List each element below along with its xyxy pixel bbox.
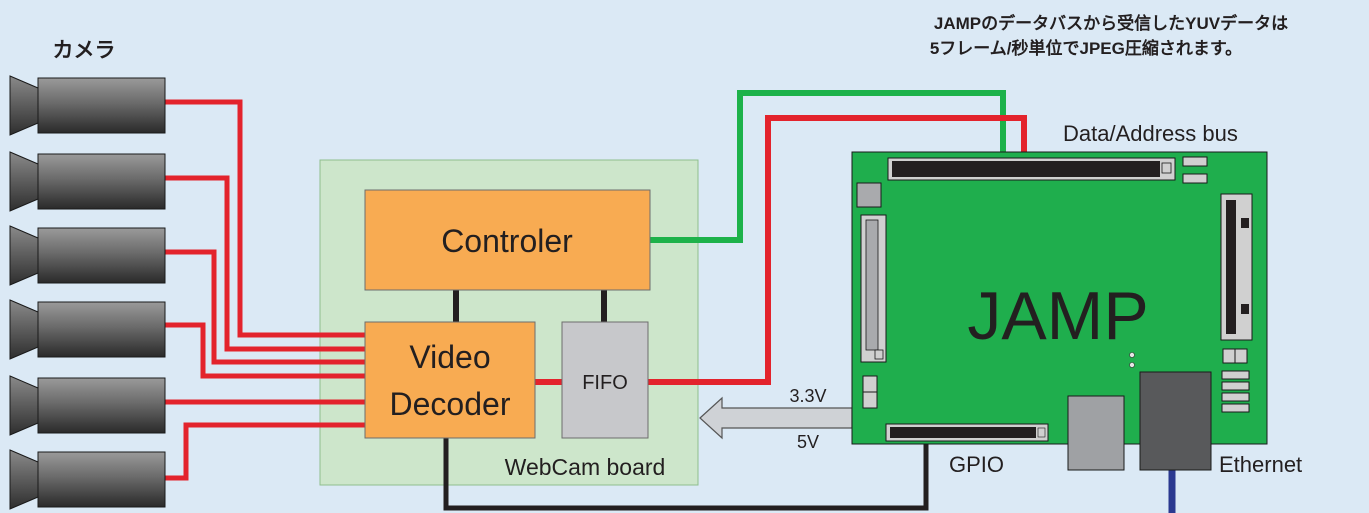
data-bus-label: Data/Address bus bbox=[1063, 121, 1238, 146]
voltage-3v3-label: 3.3V bbox=[789, 386, 826, 406]
video-decoder-label-1: Video bbox=[409, 339, 490, 375]
camera-1 bbox=[9, 75, 166, 136]
webcam-board-label: WebCam board bbox=[505, 454, 666, 480]
controller-block bbox=[364, 189, 651, 291]
camera-wire-6 bbox=[165, 422, 365, 481]
camera-6 bbox=[9, 449, 166, 510]
controller-bus-wire bbox=[650, 90, 1006, 243]
jamp-board bbox=[851, 151, 1268, 471]
gpio-label: GPIO bbox=[949, 452, 1004, 477]
jamp-label: JAMP bbox=[967, 278, 1148, 354]
camera-3 bbox=[9, 225, 166, 286]
camera-wire-4 bbox=[165, 322, 365, 379]
camera-body bbox=[37, 227, 166, 284]
camera-wire-2 bbox=[165, 175, 365, 352]
camera-group bbox=[9, 75, 166, 510]
video-decoder-block bbox=[364, 321, 536, 439]
voltage-5v-label: 5V bbox=[797, 432, 819, 452]
camera-4 bbox=[9, 299, 166, 360]
camera-body bbox=[37, 301, 166, 358]
ethernet-jack bbox=[1139, 371, 1212, 471]
video-decoder-label-2: Decoder bbox=[390, 386, 511, 422]
title-line-1: JAMPのデータバスから受信したYUVデータは bbox=[934, 13, 1288, 33]
gpio-wire bbox=[443, 438, 929, 511]
camera-body bbox=[37, 377, 166, 434]
controller-label: Controler bbox=[441, 223, 573, 259]
camera-2 bbox=[9, 151, 166, 212]
camera-body bbox=[37, 77, 166, 134]
title-line-2: 5フレーム/秒単位でJPEG圧縮されます。 bbox=[930, 38, 1242, 58]
ethernet-label: Ethernet bbox=[1219, 452, 1302, 477]
fifo-label: FIFO bbox=[582, 372, 628, 394]
camera-body bbox=[37, 451, 166, 508]
camera-body bbox=[37, 153, 166, 210]
fifo-block bbox=[561, 321, 649, 439]
camera-wire-1 bbox=[165, 99, 365, 338]
camera-5 bbox=[9, 375, 166, 436]
camera-wires bbox=[165, 99, 365, 481]
cameras-label: カメラ bbox=[53, 39, 116, 62]
fifo-bus-wire bbox=[648, 115, 1027, 385]
camera-wire-3 bbox=[165, 249, 365, 365]
